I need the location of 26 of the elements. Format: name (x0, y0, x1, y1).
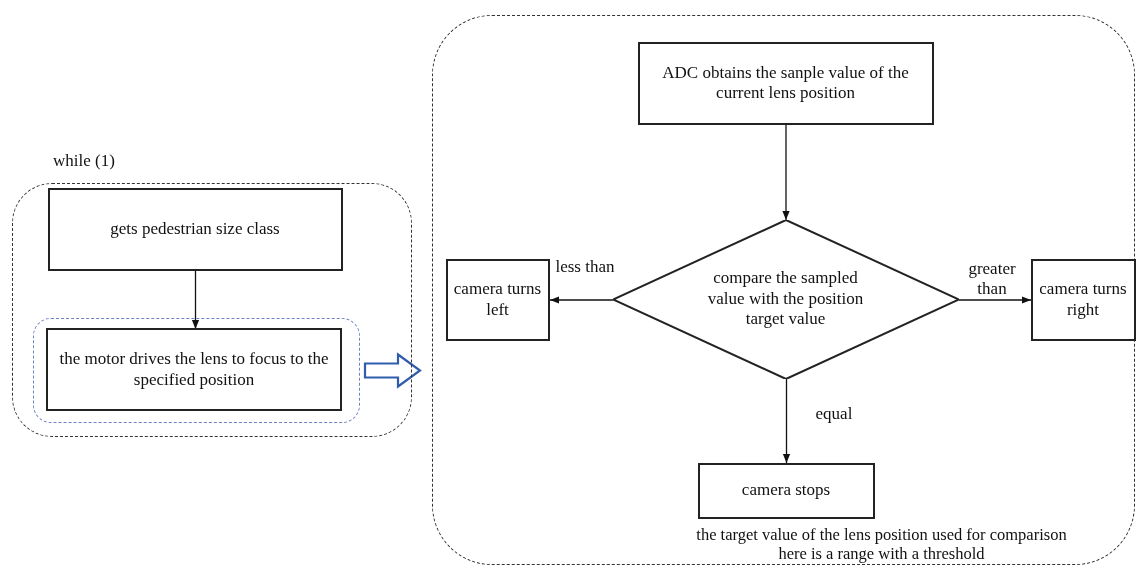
edge-label: less than (554, 257, 616, 278)
arrow (958, 296, 1032, 304)
arrow (782, 124, 790, 221)
edge-label: equal (814, 404, 854, 425)
step-text: camera turns right (1038, 279, 1128, 320)
step-text: camera stops (741, 480, 831, 501)
step-text: ADC obtains the sanple value of the current lens position (661, 62, 910, 104)
arrow (782, 378, 791, 464)
note-text: the target value of the lens position used for comparison here is a range with a threshold (695, 524, 1068, 565)
edge-label: greater than (967, 259, 1017, 300)
process-box (637, 41, 934, 125)
group-container (432, 15, 1135, 565)
block-arrow (363, 352, 422, 389)
decision-text: compare the sampled value with the position target value (706, 268, 865, 330)
arrow (549, 296, 614, 304)
step-text: gets pedestrian size class (110, 218, 280, 240)
process-box (1030, 258, 1136, 341)
process-box (47, 187, 343, 271)
loop-heading: while (1) (53, 151, 115, 171)
arrow (191, 270, 200, 330)
process-box (445, 258, 550, 341)
step-text: camera turns left (452, 279, 543, 320)
decision-diamond (612, 219, 959, 379)
group-container (32, 317, 360, 423)
step-text: the motor drives the lens to focus to the specified position (58, 349, 330, 390)
process-box (46, 328, 342, 411)
